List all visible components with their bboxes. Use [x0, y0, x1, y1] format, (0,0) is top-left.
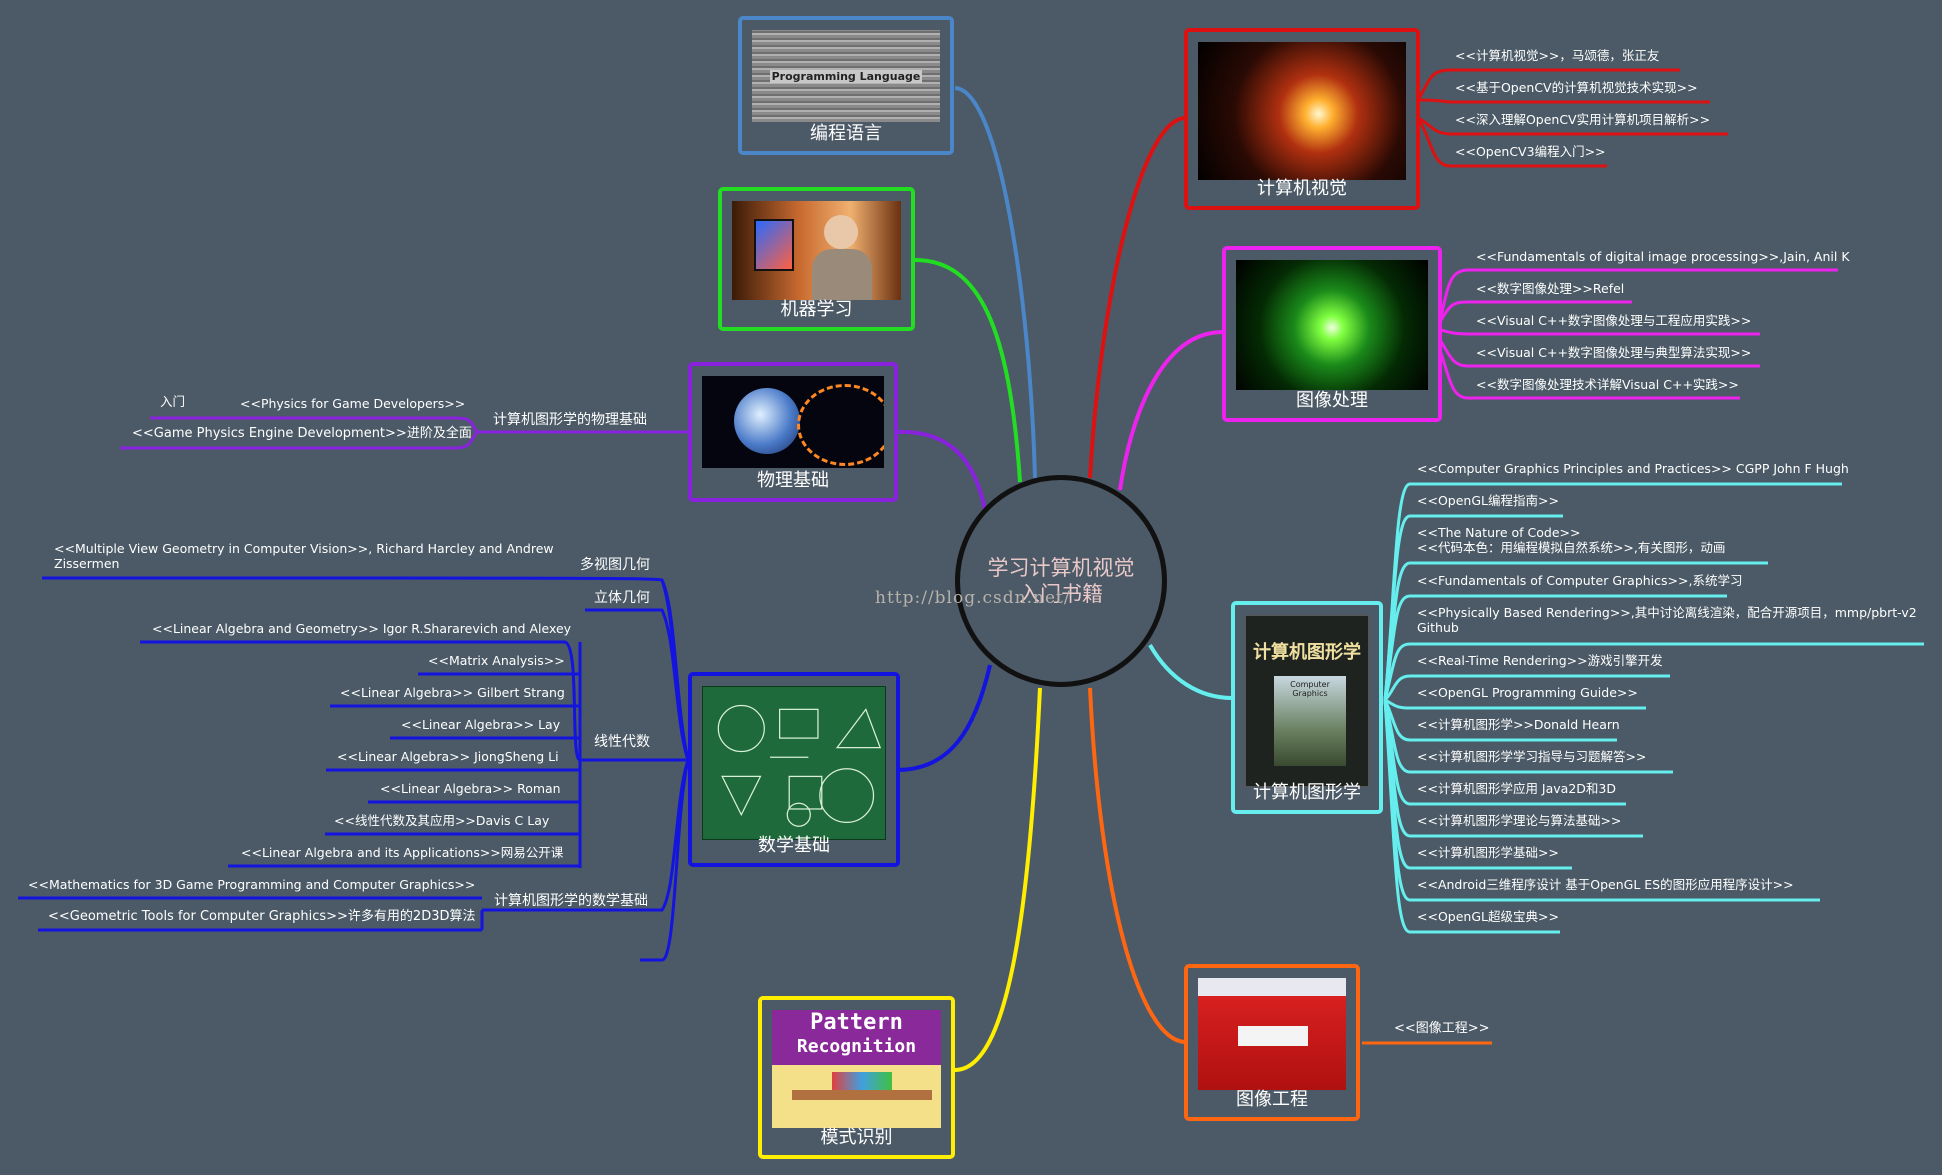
physics-leaf[interactable]: <<Game Physics Engine Development>>进阶及全面: [132, 426, 472, 441]
ip-leaf[interactable]: <<Fundamentals of digital image processi…: [1476, 249, 1850, 264]
cg-leaf[interactable]: <<计算机图形学理论与算法基础>>: [1417, 813, 1622, 828]
cv-leaf[interactable]: <<OpenCV3编程入门>>: [1455, 144, 1606, 159]
physics-leaf[interactable]: <<Physics for Game Developers>>: [240, 396, 466, 411]
topic-image-processing[interactable]: 图像处理: [1222, 246, 1442, 422]
topic-pattern-recognition[interactable]: Pattern Recognition 模式识别: [758, 996, 955, 1159]
programming-language-image-text: Programming Language: [769, 69, 923, 83]
topic-label: 图像工程: [1236, 1089, 1308, 1110]
person-body-icon: [812, 249, 872, 300]
math-linear-leaf[interactable]: <<Linear Algebra and its Applications>>网…: [241, 845, 564, 860]
pattern-recognition-image: Pattern Recognition: [772, 1010, 941, 1128]
cg-leaf[interactable]: <<计算机图形学基础>>: [1417, 845, 1559, 860]
person-icon: [824, 215, 858, 249]
earth-icon: [734, 388, 800, 454]
math-linear-leaf[interactable]: <<Linear Algebra>> JiongSheng Li: [337, 749, 559, 764]
cg-leaf[interactable]: <<Real-Time Rendering>>游戏引擎开发: [1417, 653, 1663, 668]
cg-leaf[interactable]: <<Computer Graphics Principles and Pract…: [1417, 461, 1849, 476]
math-linear-leaf[interactable]: <<Linear Algebra>> Roman: [380, 781, 561, 796]
book-photo: Computer Graphics: [1274, 676, 1346, 766]
cg-leaf[interactable]: <<The Nature of Code>>: [1417, 525, 1581, 540]
physics-leaf-tag[interactable]: 入门: [160, 394, 186, 409]
monitor-icon: [754, 219, 794, 271]
topic-computer-vision[interactable]: 计算机视觉: [1184, 28, 1420, 210]
topic-label: 图像处理: [1296, 390, 1368, 411]
math-linear-leaf[interactable]: <<Linear Algebra>> Gilbert Strang: [340, 685, 565, 700]
cg-leaf[interactable]: <<Android三维程序设计 基于OpenGL ES的图形应用程序设计>>: [1417, 877, 1794, 892]
image-processing-image: [1236, 260, 1428, 390]
cg-leaf[interactable]: <<OpenGL编程指南>>: [1417, 493, 1559, 508]
watermark: http://blog.csdn.net/: [875, 588, 1071, 608]
math-leaf-multiview[interactable]: <<Multiple View Geometry in Computer Vis…: [54, 541, 554, 571]
pattern-image-title1: Pattern: [810, 1010, 903, 1035]
wave-icon: [797, 384, 884, 466]
programming-language-image: Programming Language: [752, 30, 940, 122]
topic-programming-language[interactable]: Programming Language 编程语言: [738, 16, 954, 155]
pattern-image-title2: Recognition: [796, 1036, 917, 1057]
ie-leaf[interactable]: <<图像工程>>: [1394, 1021, 1490, 1036]
topic-label: 模式识别: [820, 1127, 893, 1148]
computer-vision-image: [1198, 42, 1406, 180]
math-subtopic-multiview[interactable]: 多视图几何: [580, 557, 650, 573]
topic-label: 计算机视觉: [1257, 178, 1347, 199]
math-cgmath-leaf[interactable]: <<Geometric Tools for Computer Graphics>…: [48, 909, 476, 924]
math-image: [702, 686, 886, 840]
cg-leaf[interactable]: <<Physically Based Rendering>>,其中讨论离线渲染，…: [1417, 605, 1917, 635]
topic-label: 机器学习: [780, 299, 853, 320]
computer-graphics-book-cover: 计算机图形学 Computer Graphics: [1245, 615, 1369, 787]
central-topic-line2: 入门书籍: [1019, 582, 1103, 606]
cv-leaf[interactable]: <<计算机视觉>>，马颂德，张正友: [1455, 48, 1660, 63]
cg-leaf[interactable]: <<计算机图形学学习指导与习题解答>>: [1417, 749, 1647, 764]
book-title-box: [1238, 1026, 1308, 1046]
math-linear-leaf[interactable]: <<线性代数及其应用>>Davis C Lay: [334, 813, 550, 828]
topic-image-engineering[interactable]: 图像工程: [1184, 964, 1360, 1121]
image-engineering-book-cover: [1198, 978, 1346, 1090]
math-subtopic-cgmath[interactable]: 计算机图形学的数学基础: [494, 893, 648, 909]
topic-math[interactable]: 数学基础: [688, 672, 900, 867]
cv-leaf[interactable]: <<深入理解OpenCV实用计算机项目解析>>: [1455, 112, 1711, 127]
central-topic[interactable]: 学习计算机视觉 入门书籍: [955, 475, 1167, 687]
topic-label: 物理基础: [757, 470, 829, 491]
cg-leaf[interactable]: <<OpenGL Programming Guide>>: [1417, 685, 1638, 700]
math-subtopic-solid[interactable]: 立体几何: [594, 590, 650, 606]
topic-label: 计算机图形学: [1253, 782, 1361, 803]
physics-image: [702, 376, 884, 468]
shapes-icon: [832, 1072, 892, 1090]
topic-computer-graphics[interactable]: 计算机图形学 Computer Graphics 计算机图形学: [1231, 601, 1383, 814]
cg-leaf[interactable]: <<代码本色：用编程模拟自然系统>>,有关图形，动画: [1417, 540, 1726, 555]
topic-label: 数学基础: [758, 835, 830, 856]
geometry-sketch-icon: [717, 704, 882, 827]
cg-leaf[interactable]: <<Fundamentals of Computer Graphics>>,系统…: [1417, 573, 1743, 588]
math-subtopic-linear[interactable]: 线性代数: [594, 734, 650, 750]
math-linear-leaf[interactable]: <<Linear Algebra and Geometry>> Igor R.S…: [152, 621, 572, 636]
math-linear-leaf[interactable]: <<Linear Algebra>> Lay: [401, 717, 561, 732]
cg-leaf[interactable]: <<OpenGL超级宝典>>: [1417, 909, 1559, 924]
topic-label: 编程语言: [810, 123, 882, 144]
ip-leaf[interactable]: <<Visual C++数字图像处理与典型算法实现>>: [1476, 345, 1752, 360]
book-subtitle: Computer Graphics: [1290, 680, 1330, 698]
cg-leaf[interactable]: <<计算机图形学应用 Java2D和3D: [1417, 781, 1616, 796]
ip-leaf[interactable]: <<数字图像处理技术详解Visual C++实践>>: [1476, 377, 1739, 392]
book-title: 计算机图形学: [1253, 642, 1361, 663]
topic-physics[interactable]: 物理基础: [688, 362, 898, 502]
math-linear-leaf[interactable]: <<Matrix Analysis>>: [428, 653, 565, 668]
math-cgmath-leaf[interactable]: <<Mathematics for 3D Game Programming an…: [28, 877, 476, 892]
physics-subtopic[interactable]: 计算机图形学的物理基础: [493, 412, 647, 428]
ip-leaf[interactable]: <<数字图像处理>>Refel: [1476, 281, 1625, 296]
cg-leaf[interactable]: <<计算机图形学>>Donald Hearn: [1417, 717, 1620, 732]
ip-leaf[interactable]: <<Visual C++数字图像处理与工程应用实践>>: [1476, 313, 1752, 328]
central-topic-line1: 学习计算机视觉: [987, 556, 1135, 580]
machine-learning-image: [732, 201, 901, 300]
topic-machine-learning[interactable]: 机器学习: [718, 187, 915, 331]
cv-leaf[interactable]: <<基于OpenCV的计算机视觉技术实现>>: [1455, 80, 1698, 95]
table-icon: [792, 1090, 932, 1100]
